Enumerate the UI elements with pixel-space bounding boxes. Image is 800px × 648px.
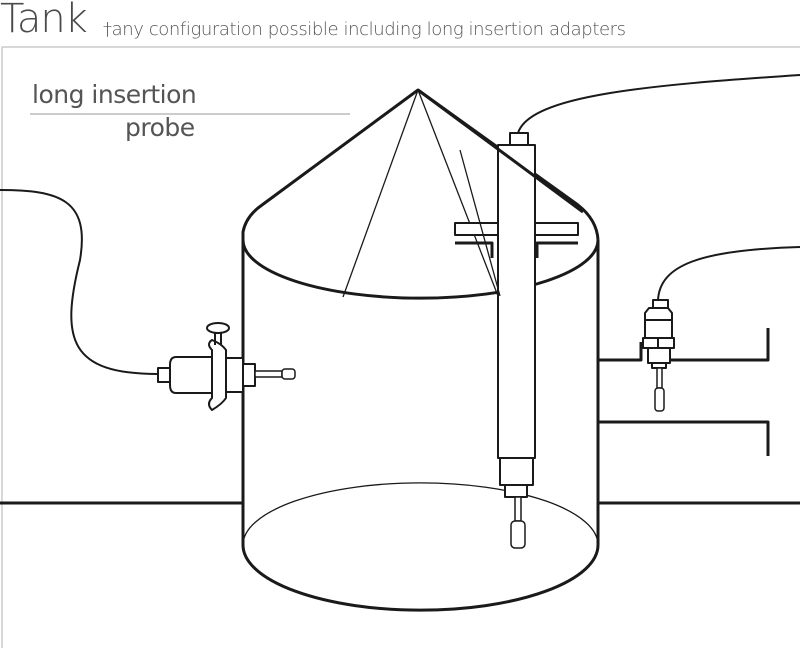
page-title: Tank [0, 0, 88, 42]
left-cable [0, 189, 159, 375]
tank-bottom-back [242, 482, 599, 546]
tank [241, 88, 600, 612]
probe-label-line1: long insertion [32, 80, 197, 109]
frame [1, 46, 800, 648]
tank-bottom-front [241, 544, 600, 612]
tank-roof-cone [241, 88, 600, 241]
probe-label-line2: probe [125, 113, 195, 142]
side-probe-left [0, 189, 296, 411]
right-cable [657, 246, 800, 301]
long-insertion-probe [454, 74, 800, 549]
side-probe-right [642, 246, 800, 412]
ground-lines [0, 328, 800, 505]
probe-cable [517, 74, 800, 134]
roof-rim [241, 239, 600, 300]
page-subtitle: †any configuration possible including lo… [103, 19, 626, 40]
